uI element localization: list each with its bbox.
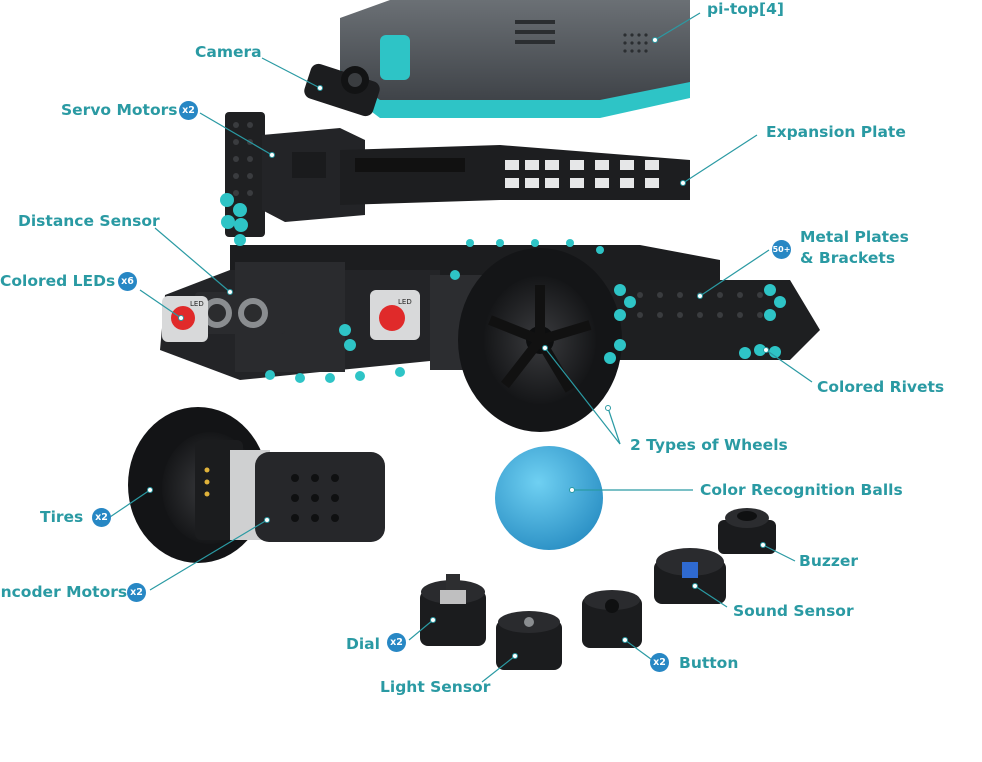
label-wheels: 2 Types of Wheels <box>630 436 788 454</box>
badge-encoder-count: x2 <box>127 583 146 602</box>
label-light-sensor: Light Sensor <box>380 678 491 696</box>
color-recognition-ball <box>495 446 603 550</box>
badge-leds-count: x6 <box>118 272 137 291</box>
rivets-cluster <box>220 193 786 383</box>
camera-module <box>304 63 380 117</box>
tire-and-encoder-motor <box>128 407 385 563</box>
pitop-device <box>340 0 690 118</box>
label-buzzer: Buzzer <box>799 552 859 570</box>
label-distance-sensor: Distance Sensor <box>18 212 160 230</box>
badge-tires-count: x2 <box>92 508 111 527</box>
badge-servo-count: x2 <box>179 101 198 120</box>
label-expansion-plate: Expansion Plate <box>766 123 906 141</box>
pitop-badge-shape <box>380 35 410 80</box>
badge-button-count: x2 <box>650 653 669 672</box>
badge-dial-count: x2 <box>387 633 406 652</box>
label-button: Button <box>679 654 739 672</box>
label-brackets: & Brackets <box>800 249 896 267</box>
label-colored-leds: Colored LEDs <box>0 272 116 290</box>
button-module <box>582 590 642 648</box>
expansion-plate <box>340 145 690 205</box>
svg-text:LED: LED <box>398 298 412 306</box>
light-sensor-module <box>496 611 562 670</box>
label-tires: Tires <box>40 508 84 526</box>
svg-text:LED: LED <box>190 300 204 308</box>
dial-module <box>420 574 486 646</box>
label-encoder-motors: Encoder Motors <box>0 583 128 601</box>
label-servo-motors: Servo Motors <box>61 101 178 119</box>
label-color-balls: Color Recognition Balls <box>700 481 903 499</box>
led-right: LED <box>370 290 420 340</box>
led-left: LED <box>162 296 208 342</box>
main-wheel <box>458 248 622 432</box>
sound-sensor-module <box>654 548 726 604</box>
badge-metal-count: 50+ <box>772 240 791 259</box>
label-camera: Camera <box>195 43 262 61</box>
leader-dots <box>147 37 769 659</box>
label-dial: Dial <box>346 635 380 653</box>
label-pitop: pi-top[4] <box>707 0 784 18</box>
distance-sensor <box>195 292 285 334</box>
label-sound-sensor: Sound Sensor <box>733 602 854 620</box>
leader-lines <box>109 12 813 683</box>
label-metal-plates: Metal Plates <box>800 228 909 246</box>
label-colored-rivets: Colored Rivets <box>817 378 945 396</box>
